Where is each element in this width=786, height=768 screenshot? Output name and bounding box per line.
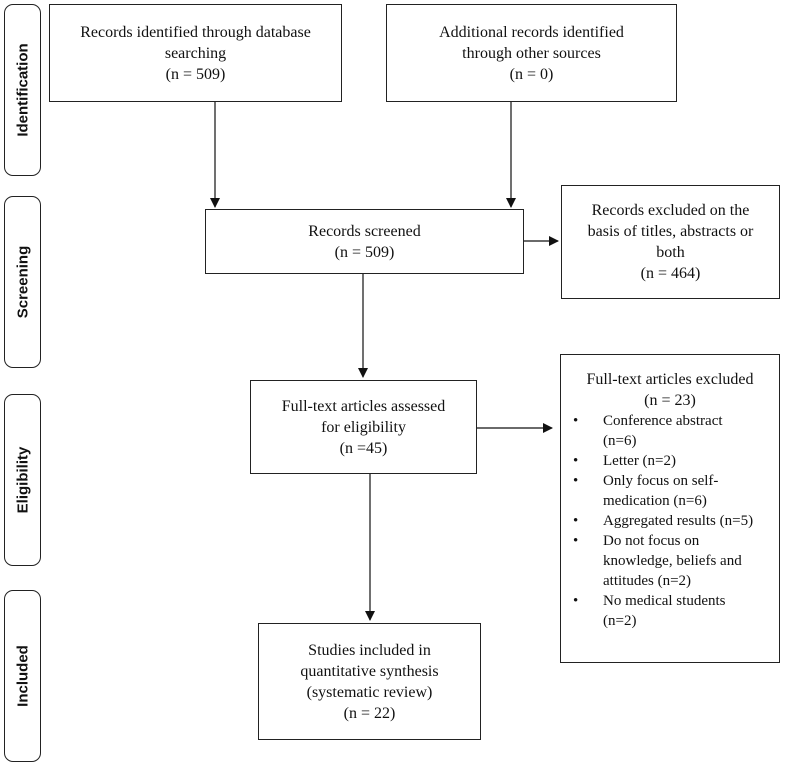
reason-line: Do not focus on [603, 533, 700, 549]
box-screened-line1: Records screened [308, 222, 421, 240]
reason-line: Conference abstract [603, 413, 723, 429]
reason-line: No medical students [603, 593, 726, 609]
box-database-line2: searching [164, 44, 227, 62]
box-other-sources: Additional records identified through ot… [386, 4, 677, 102]
box-records-screened: Records screened (n = 509) [205, 209, 524, 274]
stage-screening: Screening [4, 196, 41, 368]
reason-line: Letter (n=2) [603, 453, 677, 469]
reason-line: Aggregated results (n=5) [603, 513, 754, 529]
box-included-line1: Studies included in [308, 641, 431, 659]
box-database-records: Records identified through database sear… [49, 4, 342, 102]
list-item: Letter (n=2) [561, 451, 779, 471]
reason-line: (n=2) [603, 613, 637, 629]
reason-line: knowledge, beliefs and [603, 553, 742, 569]
box-other-line1: Additional records identified [439, 23, 624, 41]
reason-line: (n=6) [603, 433, 637, 449]
stage-identification: Identification [4, 4, 41, 176]
list-item: No medical students (n=2) [561, 591, 779, 631]
reason-line: medication (n=6) [603, 493, 707, 509]
box-excluded-screen-line3: both [656, 244, 685, 261]
box-fulltext-assessed: Full-text articles assessed for eligibil… [250, 380, 477, 474]
excluded-reasons-list: Conference abstract (n=6) Letter (n=2) O… [561, 411, 779, 631]
box-database-line1: Records identified through database [80, 23, 311, 41]
box-included-line4: (n = 22) [343, 704, 396, 722]
box-fulltext-line2: for eligibility [321, 418, 406, 436]
box-studies-included: Studies included in quantitative synthes… [258, 623, 481, 740]
list-item: Conference abstract (n=6) [561, 411, 779, 451]
excluded-heading-line1: Full-text articles excluded [586, 371, 754, 388]
box-excluded-screen-line4: (n = 464) [640, 265, 701, 282]
excluded-heading: Full-text articles excluded (n = 23) [561, 369, 779, 411]
stage-eligibility: Eligibility [4, 394, 41, 566]
box-other-line2: through other sources [462, 44, 601, 62]
reason-line: Only focus on self- [603, 473, 719, 489]
box-other-line3: (n = 0) [509, 65, 554, 83]
box-excluded-screen-line1: Records excluded on the [591, 202, 750, 219]
box-included-line2: quantitative synthesis [300, 662, 439, 680]
box-database-line3: (n = 509) [165, 65, 226, 83]
box-fulltext-excluded: Full-text articles excluded (n = 23) Con… [560, 354, 780, 663]
box-fulltext-line3: (n =45) [339, 439, 388, 457]
box-screened-line2: (n = 509) [334, 243, 395, 261]
excluded-heading-line2: (n = 23) [644, 392, 696, 409]
box-excluded-screen-line2: basis of titles, abstracts or [587, 223, 754, 240]
stage-included: Included [4, 590, 41, 762]
reason-line: attitudes (n=2) [603, 573, 692, 589]
list-item: Only focus on self- medication (n=6) [561, 471, 779, 511]
box-records-excluded: Records excluded on the basis of titles,… [561, 185, 780, 299]
list-item: Do not focus on knowledge, beliefs and a… [561, 531, 779, 591]
list-item: Aggregated results (n=5) [561, 511, 779, 531]
box-fulltext-line1: Full-text articles assessed [281, 397, 446, 415]
box-included-line3: (systematic review) [306, 683, 433, 701]
